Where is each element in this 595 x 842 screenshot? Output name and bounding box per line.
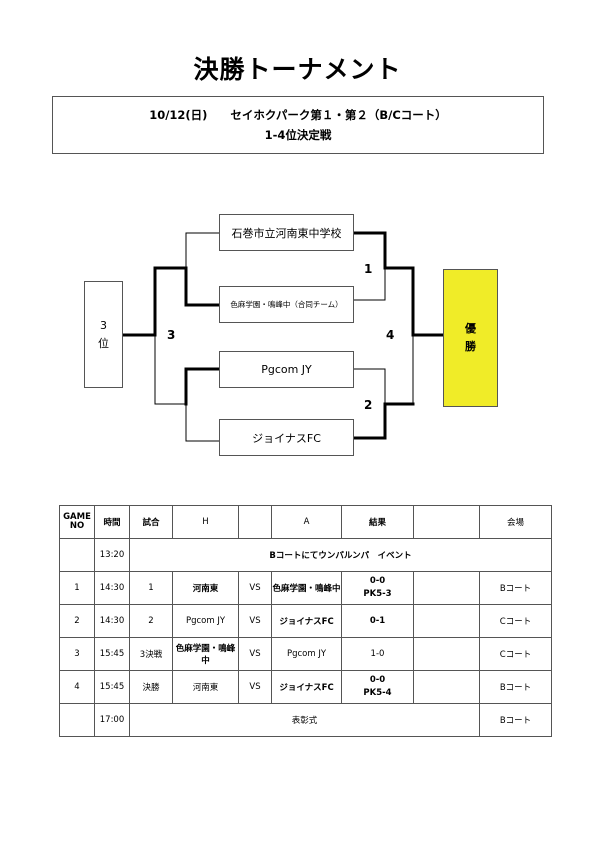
cell-blank xyxy=(413,637,480,671)
team-box-4: ジョイナスFC xyxy=(219,419,354,456)
result-line-1: 0-1 xyxy=(369,615,386,626)
cell-home: 河南東 xyxy=(172,571,239,605)
cell-vs: VS xyxy=(238,571,272,605)
third-place-box: 3 位 xyxy=(84,281,123,388)
header-game-no: GAME NO xyxy=(59,505,95,539)
cell-venue: Bコート xyxy=(479,703,552,737)
cell-no: 2 xyxy=(59,604,95,638)
cell-time: 15:45 xyxy=(94,670,130,704)
cell-result: 0-1 xyxy=(341,604,414,638)
cell-venue: Cコート xyxy=(479,604,552,638)
cell-no: 3 xyxy=(59,637,95,671)
cell-venue: Cコート xyxy=(479,637,552,671)
header-venue: 会場 xyxy=(479,505,552,539)
cell-no: 1 xyxy=(59,571,95,605)
cell-blank xyxy=(413,604,480,638)
cell-match: 3決戦 xyxy=(129,637,173,671)
team-box-1: 石巻市立河南東中学校 xyxy=(219,214,354,251)
table-row: 1 14:30 1 河南東 VS 色麻学園・鳴峰中 0-0 PK5-3 Bコート xyxy=(59,571,552,605)
table-row: 3 15:45 3決戦 色麻学園・鳴峰中 VS Pgcom JY 1-0 Cコー… xyxy=(59,637,552,671)
cell-time: 15:45 xyxy=(94,637,130,671)
game-3-label: 3 xyxy=(167,328,176,342)
cell-home: Pgcom JY xyxy=(172,604,239,638)
event-row: 13:20 Bコートにてウンパルンパ イベント xyxy=(59,538,552,572)
header-blank xyxy=(413,505,480,539)
cell-away: 色麻学園・鳴峰中 xyxy=(271,571,342,605)
cell-no: 4 xyxy=(59,670,95,704)
result-line-1: 0-0 xyxy=(369,675,386,685)
ceremony-row: 17:00 表彰式 Bコート xyxy=(59,703,552,737)
team-box-2: 色麻学園・鳴峰中（合同チーム） xyxy=(219,286,354,323)
cell-vs: VS xyxy=(238,670,272,704)
cell-ceremony: 表彰式 xyxy=(129,703,480,737)
cell-time: 14:30 xyxy=(94,571,130,605)
champion-box: 優 勝 xyxy=(443,269,498,407)
third-place-label-1: 3 xyxy=(100,318,107,332)
header-home: H xyxy=(172,505,239,539)
champion-label-2: 勝 xyxy=(465,340,476,353)
cell-away: ジョイナスFC xyxy=(271,604,342,638)
cell-blank xyxy=(59,703,95,737)
cell-blank xyxy=(59,538,95,572)
team-name: 石巻市立河南東中学校 xyxy=(231,226,342,240)
game-4-label: 4 xyxy=(386,328,395,342)
result-line-1: 1-0 xyxy=(370,648,385,659)
game-1-label: 1 xyxy=(364,262,373,276)
cell-away: Pgcom JY xyxy=(271,637,342,671)
cell-blank xyxy=(413,670,480,704)
cell-event: Bコートにてウンパルンパ イベント xyxy=(129,538,552,572)
cell-home: 河南東 xyxy=(172,670,239,704)
cell-result: 1-0 xyxy=(341,637,414,671)
header-away: A xyxy=(271,505,342,539)
cell-time: 13:20 xyxy=(94,538,130,572)
page-title: 決勝トーナメント xyxy=(193,55,402,84)
info-box: 10/12(日) セイホクパーク第１・第２（B/Cコート） 1-4位決定戦 xyxy=(52,96,544,154)
cell-time: 17:00 xyxy=(94,703,130,737)
table-row: 4 15:45 決勝 河南東 VS ジョイナスFC 0-0 PK5-4 Bコート xyxy=(59,670,552,704)
cell-time: 14:30 xyxy=(94,604,130,638)
header-time: 時間 xyxy=(94,505,130,539)
cell-away: ジョイナスFC xyxy=(271,670,342,704)
round-name-line: 1-4位決定戦 xyxy=(264,128,332,142)
cell-match: 1 xyxy=(129,571,173,605)
table-row: 2 14:30 2 Pgcom JY VS ジョイナスFC 0-1 Cコート xyxy=(59,604,552,638)
table-header-row: GAME NO 時間 試合 H A 結果 会場 xyxy=(59,505,552,539)
schedule-table: GAME NO 時間 試合 H A 結果 会場 13:20 Bコートにてウンパル… xyxy=(59,505,552,737)
cell-blank xyxy=(413,571,480,605)
cell-home: 色麻学園・鳴峰中 xyxy=(172,637,239,671)
team-name: ジョイナスFC xyxy=(252,431,321,445)
team-name: Pgcom JY xyxy=(261,363,312,376)
cell-result: 0-0 PK5-3 xyxy=(341,571,414,605)
header-result: 結果 xyxy=(341,505,414,539)
date-venue-line: 10/12(日) セイホクパーク第１・第２（B/Cコート） xyxy=(149,108,447,122)
third-place-label-2: 位 xyxy=(98,336,109,350)
champion-label-1: 優 xyxy=(465,322,476,335)
cell-vs: VS xyxy=(238,637,272,671)
cell-vs: VS xyxy=(238,604,272,638)
cell-result: 0-0 PK5-4 xyxy=(341,670,414,704)
game-2-label: 2 xyxy=(364,398,373,412)
team-name: 色麻学園・鳴峰中（合同チーム） xyxy=(230,300,343,309)
result-line-2: PK5-3 xyxy=(363,589,392,599)
cell-match: 2 xyxy=(129,604,173,638)
cell-venue: Bコート xyxy=(479,571,552,605)
result-line-2: PK5-4 xyxy=(363,688,392,698)
cell-match: 決勝 xyxy=(129,670,173,704)
team-box-3: Pgcom JY xyxy=(219,351,354,388)
result-line-1: 0-0 xyxy=(369,576,386,586)
cell-venue: Bコート xyxy=(479,670,552,704)
header-match: 試合 xyxy=(129,505,173,539)
header-vs-blank xyxy=(238,505,272,539)
